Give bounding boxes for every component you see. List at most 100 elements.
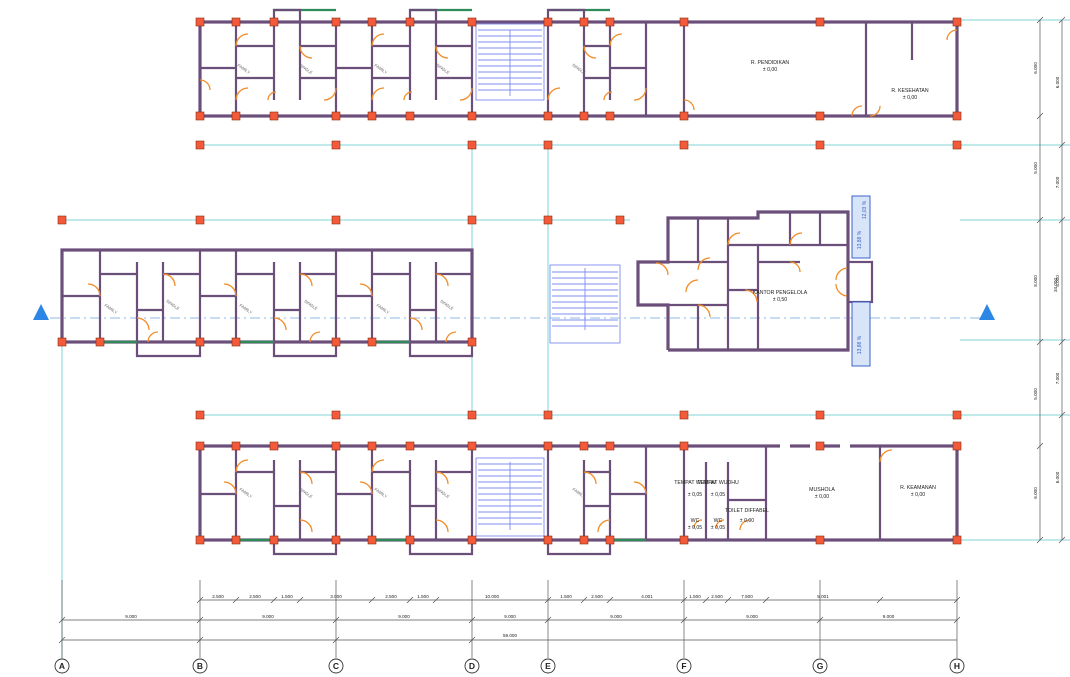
dimension-value: 1.500 [560, 594, 572, 599]
structural-column [231, 441, 241, 451]
room-label-wudhu-2: TEMPAT WUDHU [697, 480, 739, 486]
structural-column [815, 410, 825, 420]
structural-column [269, 441, 279, 451]
section-line [33, 304, 995, 320]
structural-column [195, 17, 205, 27]
grid-bubble [54, 658, 70, 674]
dimension-value: 6.000 [1055, 76, 1060, 88]
dimension-tick [1058, 338, 1066, 346]
dimension-value: 9.000 [504, 614, 516, 619]
section-marker-right [979, 304, 995, 320]
dimension-tick [406, 596, 414, 604]
structural-column [579, 441, 589, 451]
dimension-value: 2.500 [591, 594, 603, 599]
room-label-kesehatan: R. KESEHATAN [891, 88, 929, 94]
structural-column [605, 535, 615, 545]
structural-column [367, 17, 377, 27]
dimension-value: 8.000 [1033, 275, 1038, 287]
room-level-wudhu-2: ± 0,05 [711, 492, 725, 498]
structural-column [543, 111, 553, 121]
structural-column [605, 17, 615, 27]
middle-stairs [549, 264, 621, 344]
structural-column [543, 441, 553, 451]
dimension-tick [368, 596, 376, 604]
structural-column [331, 215, 341, 225]
structural-column [952, 140, 962, 150]
structural-column [269, 111, 279, 121]
room-label-kantor: KANTOR PENGELOLA [753, 290, 808, 296]
dimension-tick [1058, 216, 1066, 224]
unit-label: SINGLE [303, 298, 319, 311]
structural-column [331, 441, 341, 451]
room-level-musholla: ± 0,00 [815, 494, 829, 500]
structural-column [195, 111, 205, 121]
unit-label: FAMILY [238, 303, 253, 316]
structural-column [579, 17, 589, 27]
dimension-tick [270, 596, 278, 604]
grid-label: F [681, 661, 686, 671]
structural-column [269, 17, 279, 27]
room-level-kesehatan: ± 0,00 [903, 95, 917, 101]
structural-column [815, 441, 825, 451]
structural-column [269, 535, 279, 545]
room-level-wc-1: ± 0,05 [688, 525, 702, 531]
structural-column [679, 535, 689, 545]
dimension-value: 6.000 [1033, 487, 1038, 499]
structural-column [467, 140, 477, 150]
room-level-pendidikan: ± 0,00 [763, 67, 777, 73]
structural-column [231, 17, 241, 27]
structural-column [195, 337, 205, 347]
dimension-tick [432, 596, 440, 604]
room-level-wc-2: ± 0,05 [711, 525, 725, 531]
grid-label: B [197, 661, 203, 671]
dimension-tick [702, 596, 710, 604]
structural-column [679, 441, 689, 451]
structural-column [815, 140, 825, 150]
structural-column [467, 441, 477, 451]
structural-column [815, 111, 825, 121]
structural-column [543, 140, 553, 150]
structural-column [815, 535, 825, 545]
section-marker-left [33, 304, 49, 320]
dimension-total: 59.000 [503, 633, 517, 638]
office-block: KANTOR PENGELOLA ± 0,50 13,88 % 12,03 % … [636, 195, 874, 367]
structural-column [543, 17, 553, 27]
room-level-keamanan: ± 0,00 [911, 492, 925, 498]
structural-column [467, 410, 477, 420]
structural-column [952, 441, 962, 451]
dimension-value: 9.000 [610, 614, 622, 619]
structural-column [405, 111, 415, 121]
dimension-tick [1058, 536, 1066, 544]
grid-bubble [949, 658, 965, 674]
dimension-value: 9.000 [125, 614, 137, 619]
dimension-tick [1036, 338, 1044, 346]
ramp-lower [851, 301, 871, 367]
structural-column [952, 17, 962, 27]
dimension-value: 5.000 [1033, 388, 1038, 400]
structural-column [367, 111, 377, 121]
grid-label: G [817, 661, 824, 671]
dimension-value: 7.000 [1055, 176, 1060, 188]
unit-label: FAMILY [375, 303, 390, 316]
structural-column [543, 410, 553, 420]
structural-column [615, 215, 625, 225]
room-level-wudhu-1: ± 0,05 [688, 492, 702, 498]
dimension-value: 7.000 [1055, 372, 1060, 384]
structural-column [952, 410, 962, 420]
structural-column [679, 17, 689, 27]
middle-left-block: FAMILY SINGLE FAMILY SINGLE FAMILY SINGL… [60, 248, 474, 358]
unit-label: SINGLE [439, 298, 455, 311]
unit-label: FAMILY [236, 63, 251, 76]
structural-column [57, 215, 67, 225]
dimension-value: 1.500 [281, 594, 293, 599]
structural-column [467, 111, 477, 121]
structural-column [405, 441, 415, 451]
structural-column [331, 535, 341, 545]
dimension-tick [1058, 411, 1066, 419]
grid-label: H [954, 661, 960, 671]
